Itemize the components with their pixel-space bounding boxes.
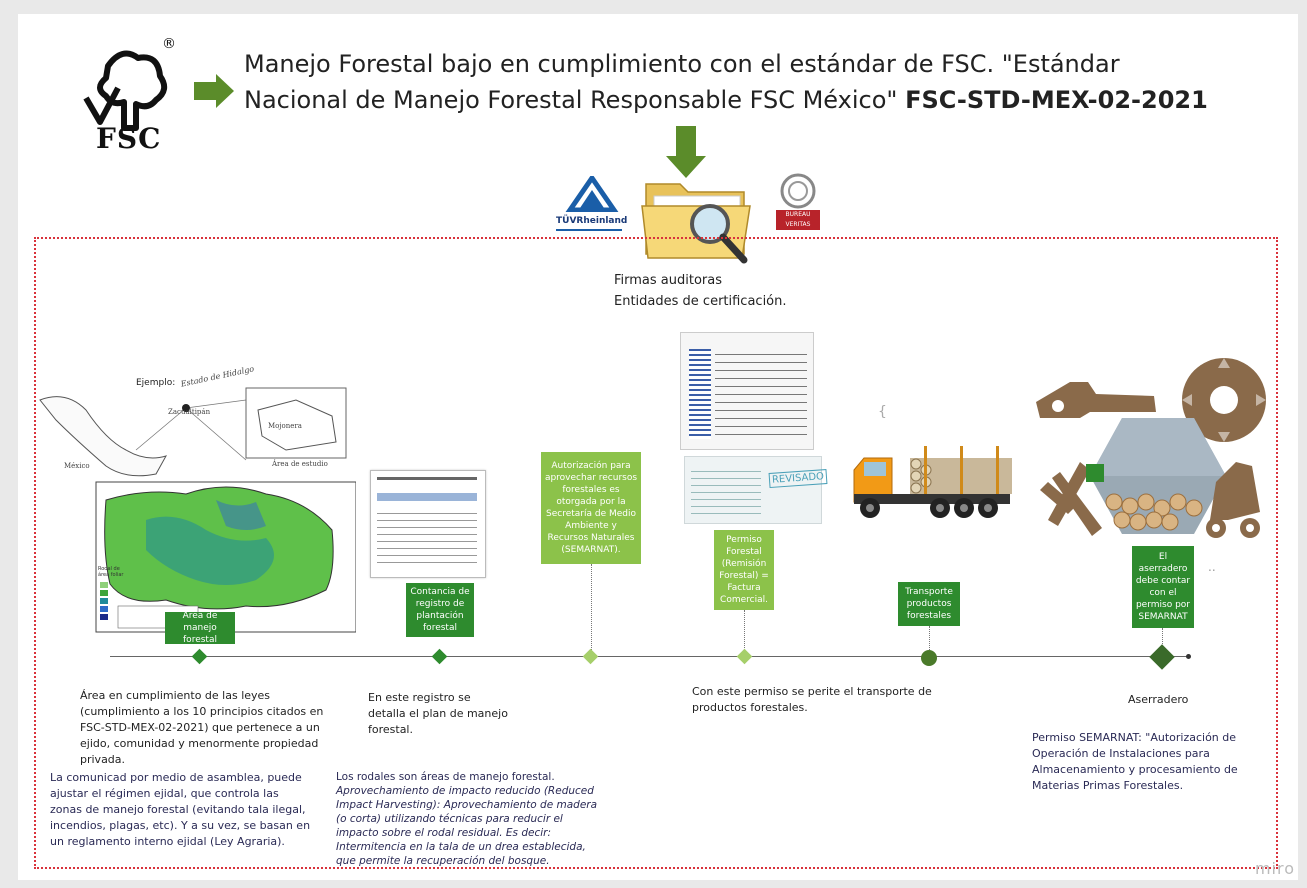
permiso-connector <box>744 610 745 650</box>
stage-constancia-box[interactable]: Contancia de registro de plantación fore… <box>406 583 474 637</box>
document-header-bar <box>377 477 477 480</box>
ellipsis-text: .. <box>1208 560 1216 574</box>
aserradero-connector <box>1162 628 1163 646</box>
stage-aserradero-box[interactable]: El aserradero debe contar con el permiso… <box>1132 546 1194 628</box>
page-title: Manejo Forestal bajo en cumplimiento con… <box>244 46 1224 118</box>
stage-autorizacion-label: Autorización para aprovechar recursos fo… <box>544 461 638 555</box>
map-country-label: México <box>64 462 90 470</box>
process-frame <box>34 237 1278 869</box>
permit-blue-strip <box>689 349 711 439</box>
logs-pile-icon <box>1105 493 1203 531</box>
stage-autorizacion-box[interactable]: Autorización para aprovechar recursos fo… <box>541 452 641 564</box>
auditors-caption: Firmas auditoras Entidades de certificac… <box>614 270 787 312</box>
stage-permiso-box[interactable]: Permiso Forestal (Remisión Forestal) = F… <box>714 530 774 610</box>
registration-document <box>370 470 486 578</box>
auditors-caption-line1: Firmas auditoras <box>614 273 722 288</box>
map-example-label: Ejemplo: <box>136 378 176 388</box>
fsc-tree-icon <box>83 50 168 131</box>
reviewed-stamp: REVISADO <box>768 468 828 489</box>
bv-seal-icon <box>780 173 816 209</box>
forest-area-map: Ejemplo: Estado de Hidalgo Zacualtipán M… <box>36 364 357 640</box>
bv-band: BUREAU VERITAS <box>776 210 820 230</box>
bureau-veritas-logo: BUREAU VERITAS <box>774 172 822 232</box>
title-line1: Manejo Forestal bajo en cumplimiento con… <box>244 50 1120 78</box>
timeline-line <box>110 656 1190 657</box>
tuv-underline <box>556 229 622 231</box>
note-rodales-main: Los rodales son áreas de manejo forestal… <box>336 771 555 783</box>
stage-aserradero-label: El aserradero debe contar con el permiso… <box>1135 552 1191 622</box>
map-graphic <box>39 387 357 633</box>
arrow-right-icon <box>194 74 234 108</box>
tuv-rheinland-logo: TÜVRheinland <box>556 173 628 232</box>
note-area-description: Área en cumplimiento de las leyes (cumpl… <box>80 689 324 766</box>
stage-area-label: Área de manejo forestal <box>182 611 218 645</box>
document-lines <box>377 507 477 567</box>
note-permiso-transporte: Con este permiso se perite el transporte… <box>692 685 932 714</box>
note-asamblea: La comunicad por medio de asamblea, pued… <box>50 771 311 848</box>
map-town-label: Zacualtipán <box>168 408 211 416</box>
note-registro: En este registro se detalla el plan de m… <box>368 691 508 736</box>
stage-area-box[interactable]: Área de manejo forestal <box>165 611 235 645</box>
fsc-logo-text: FSC <box>96 122 162 155</box>
fsc-registered-mark: ® <box>162 36 176 52</box>
auditors-caption-line2: Entidades de certificación. <box>614 294 787 309</box>
note-semarnat-permiso: Permiso SEMARNAT: "Autorización de Opera… <box>1032 731 1238 792</box>
bracket-mark: { <box>878 404 887 420</box>
stage-transporte-label: Transporte productos forestales <box>905 587 953 621</box>
transporte-connector <box>929 626 930 650</box>
stage-constancia-label: Contancia de registro de plantación fore… <box>410 587 470 633</box>
chainsaw-icon <box>1036 382 1156 418</box>
log-truck-icon <box>853 446 1012 518</box>
reviewed-document: REVISADO <box>684 456 828 524</box>
map-study-area-label: Área de estudio <box>272 460 328 468</box>
saw-blade-icon <box>1182 358 1266 442</box>
axe-crossed-icon <box>1040 462 1102 536</box>
miro-watermark: miro <box>1254 859 1295 878</box>
note-aserradero-label: Aserradero <box>1128 693 1189 706</box>
tuv-brand-text: TÜVRheinland <box>556 216 628 226</box>
stage-permiso-label: Permiso Forestal (Remisión Forestal) = F… <box>719 535 769 605</box>
folder-search-icon <box>641 183 751 264</box>
note-rodales: Los rodales son áreas de manejo forestal… <box>336 770 598 868</box>
timeline-end-dot <box>1186 654 1191 659</box>
autorizacion-connector <box>591 564 592 650</box>
forest-permit-document <box>680 332 814 450</box>
stage-transporte-box[interactable]: Transporte productos forestales <box>898 582 960 626</box>
bv-bottom-text: VERITAS <box>785 221 811 228</box>
map-legend-title: Rodal de área foliar <box>98 566 124 578</box>
permit-lines <box>715 347 807 439</box>
title-standard-code: FSC-STD-MEX-02-2021 <box>905 86 1208 114</box>
forklift-icon <box>1206 462 1260 538</box>
sawmill-illustration <box>1036 358 1266 538</box>
reviewed-lines <box>691 465 761 515</box>
stage-transporte-marker[interactable] <box>921 650 937 666</box>
arrow-down-icon <box>666 126 706 178</box>
bv-top-text: BUREAU <box>785 211 811 218</box>
title-line2: Nacional de Manejo Forestal Responsable … <box>244 86 906 114</box>
fsc-logo: ® FSC <box>78 36 178 155</box>
map-mojonera-label: Mojonera <box>268 422 302 430</box>
document-blue-band <box>377 493 477 501</box>
note-rodales-italic: Aprovechamiento de impacto reducido (Red… <box>336 785 598 867</box>
tuv-triangle-icon <box>565 173 619 213</box>
